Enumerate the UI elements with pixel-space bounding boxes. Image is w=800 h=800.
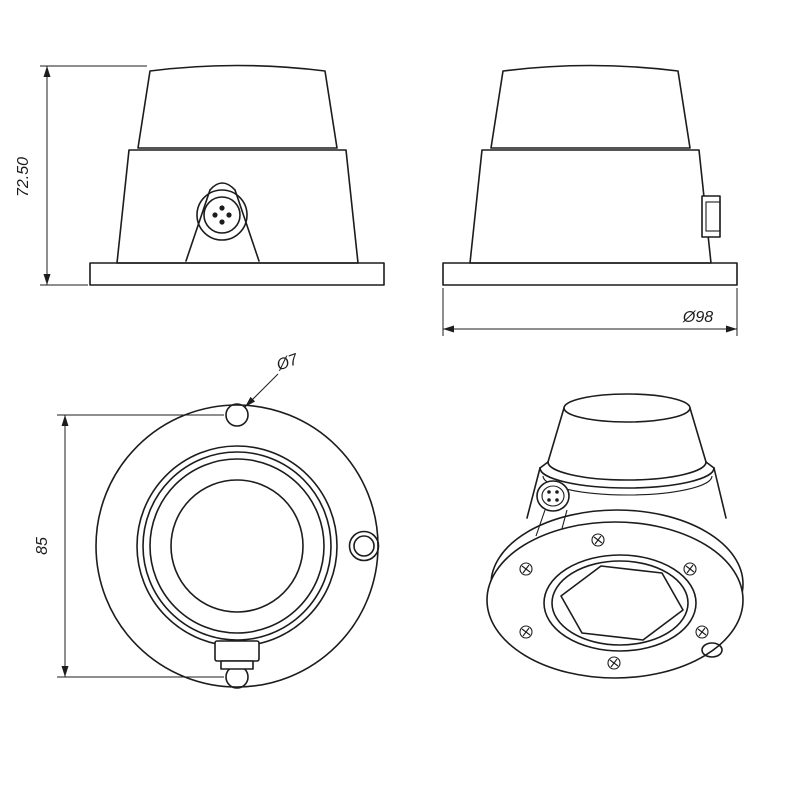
arrowhead-up bbox=[61, 415, 69, 426]
screw-slot bbox=[522, 564, 530, 574]
screw-slot bbox=[686, 564, 694, 574]
iso-boss-inner bbox=[551, 560, 689, 646]
arrowhead-right bbox=[726, 325, 737, 333]
screw-slot bbox=[594, 535, 602, 545]
iso-mounting-hole bbox=[701, 642, 723, 658]
iso-body-side-right bbox=[713, 467, 727, 519]
diameter-dimension-label: Ø98 bbox=[682, 309, 713, 326]
mounting-hole-top bbox=[225, 403, 249, 427]
bottom-connector-tab bbox=[214, 640, 260, 670]
front-connector bbox=[185, 182, 260, 262]
side-connector-detail bbox=[705, 201, 721, 232]
iso-connector-inner bbox=[541, 485, 565, 507]
connector-pin bbox=[219, 219, 225, 225]
screw-head bbox=[591, 533, 605, 547]
height-dimension-label: 72.50 bbox=[15, 157, 32, 197]
screw-head bbox=[519, 562, 533, 576]
screw-slot bbox=[522, 627, 530, 637]
side-view: Ø98 bbox=[442, 64, 738, 336]
base-flange bbox=[89, 262, 385, 286]
iso-dome-side-left bbox=[547, 407, 565, 463]
hole-diameter-callout: Ø7 bbox=[244, 351, 302, 408]
screw-hole bbox=[607, 656, 621, 670]
screw-hole bbox=[591, 533, 605, 547]
arrowhead-left bbox=[443, 325, 454, 333]
mounting-hole-right bbox=[353, 535, 375, 557]
hole-callout-label: Ø7 bbox=[274, 351, 302, 375]
iso-dome-side-right bbox=[689, 407, 707, 463]
front-view: 72.50 bbox=[15, 64, 385, 286]
diameter-dimension: Ø98 bbox=[442, 288, 738, 336]
iso-lip-left bbox=[539, 461, 549, 469]
screw-slot bbox=[698, 627, 706, 637]
iso-lip-right bbox=[705, 461, 715, 469]
iso-connector bbox=[535, 480, 570, 537]
connector-housing-right bbox=[234, 189, 260, 262]
iso-connector-pin bbox=[555, 498, 559, 502]
connector-housing-top bbox=[209, 182, 236, 191]
connector-pin bbox=[226, 212, 232, 218]
screw-head bbox=[607, 656, 621, 670]
screw-hole bbox=[519, 562, 533, 576]
iso-connector-pin bbox=[547, 498, 551, 502]
screw-head bbox=[683, 562, 697, 576]
bottom-view: Ø7 85 bbox=[34, 351, 380, 689]
hole-spacing-dimension: 85 bbox=[34, 414, 224, 678]
connector-outer-ring bbox=[196, 189, 248, 241]
iso-body-side-left bbox=[526, 467, 541, 519]
side-connector bbox=[701, 195, 721, 238]
screw-slot bbox=[610, 658, 618, 668]
isometric-view bbox=[486, 393, 744, 679]
dome-outline bbox=[137, 64, 338, 149]
iso-boss-outer bbox=[543, 554, 697, 652]
hole-spacing-label: 85 bbox=[34, 537, 51, 555]
screw-head bbox=[695, 625, 709, 639]
iso-connector-bracket-left bbox=[535, 509, 546, 537]
connector-housing-left bbox=[185, 189, 211, 262]
screw-hole bbox=[683, 562, 697, 576]
connector-pin bbox=[219, 205, 225, 211]
screw-hole bbox=[695, 625, 709, 639]
iso-lip-arc bbox=[539, 467, 715, 489]
arrowhead-down bbox=[43, 274, 51, 285]
lens-circle bbox=[170, 479, 304, 613]
iso-connector-pin bbox=[547, 490, 551, 494]
base-flange bbox=[442, 262, 738, 286]
screw-hole bbox=[519, 625, 533, 639]
body-ring bbox=[149, 458, 325, 634]
connector-tab-body bbox=[214, 640, 260, 662]
connector-pin bbox=[212, 212, 218, 218]
leader-arrowhead bbox=[245, 396, 256, 407]
connector-inner-ring bbox=[203, 196, 241, 234]
arrowhead-down bbox=[61, 666, 69, 677]
iso-hex-recess bbox=[560, 565, 684, 641]
dome-outline bbox=[490, 64, 691, 149]
height-dimension: 72.50 bbox=[15, 65, 147, 286]
mounting-hole-right-outer bbox=[348, 530, 380, 562]
body-ring bbox=[142, 451, 332, 641]
iso-dome-bottom-arc bbox=[547, 461, 707, 481]
arrowhead-up bbox=[43, 66, 51, 77]
screw-head bbox=[519, 625, 533, 639]
connector-tab-foot bbox=[220, 660, 254, 670]
iso-connector-pin bbox=[555, 490, 559, 494]
